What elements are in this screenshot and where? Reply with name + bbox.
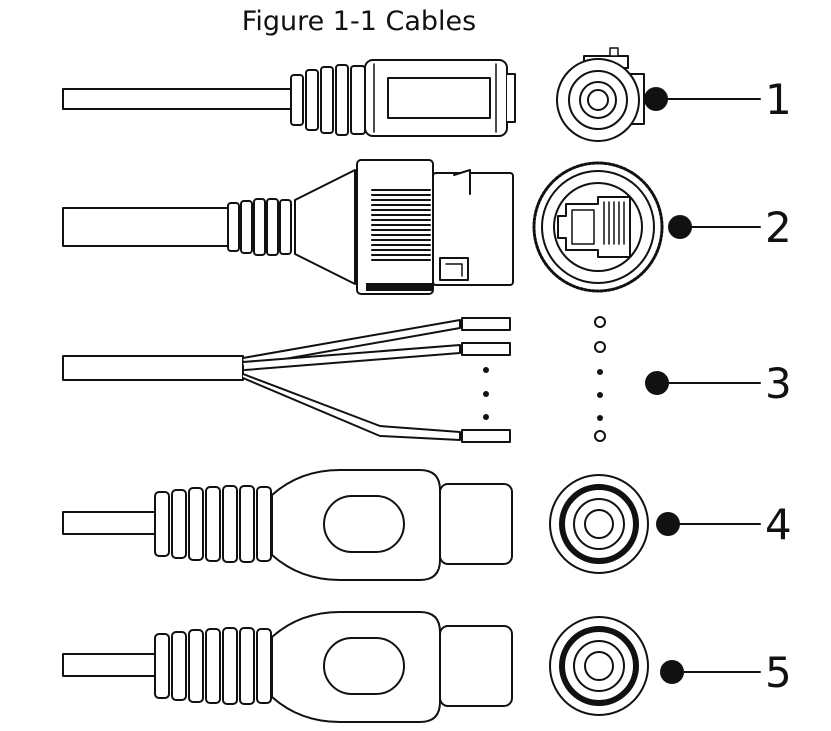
callout-2: 2: [668, 203, 792, 252]
audio-cable-4-wire: [62, 511, 157, 535]
network-cable: [62, 159, 514, 295]
callout-number-2: 2: [765, 203, 792, 252]
power-connector-face: [556, 47, 645, 142]
audio-cable-4-strain-relief: [154, 485, 272, 563]
callout-number-4: 4: [765, 500, 792, 549]
power-cable-wire: [62, 88, 292, 110]
callout-4: 4: [656, 500, 792, 549]
video-cable-5-strain-relief: [154, 627, 272, 705]
io-terminal-face: [594, 316, 606, 442]
video-connector-face-5: [549, 616, 649, 716]
callout-number-3: 3: [765, 359, 792, 408]
video-cable-5-wire: [62, 653, 157, 677]
callout-number-5: 5: [765, 648, 792, 697]
audio-cable-4: [62, 469, 513, 581]
callout-5: 5: [660, 648, 792, 697]
callout-number-1: 1: [765, 75, 792, 124]
power-cable-strain-relief: [290, 64, 366, 136]
power-cable-plug-grip: [387, 77, 491, 119]
network-cable-housing: [356, 159, 434, 295]
callout-3: 3: [645, 359, 792, 408]
io-wire-cable: [62, 317, 511, 443]
figure-title: Figure 1-1 Cables: [241, 6, 477, 37]
callout-1: 1: [644, 75, 792, 124]
network-cable-housing-ribs: [371, 189, 431, 261]
network-cable-boot: [294, 169, 356, 285]
audio-connector-face-4: [549, 474, 649, 574]
network-connector-face: [532, 161, 664, 293]
network-cable-strain-relief: [227, 198, 292, 256]
io-wire-cable-sheath: [62, 355, 244, 381]
network-cable-wire: [62, 207, 231, 247]
video-cable-5: [62, 611, 513, 723]
power-cable: [62, 59, 516, 137]
